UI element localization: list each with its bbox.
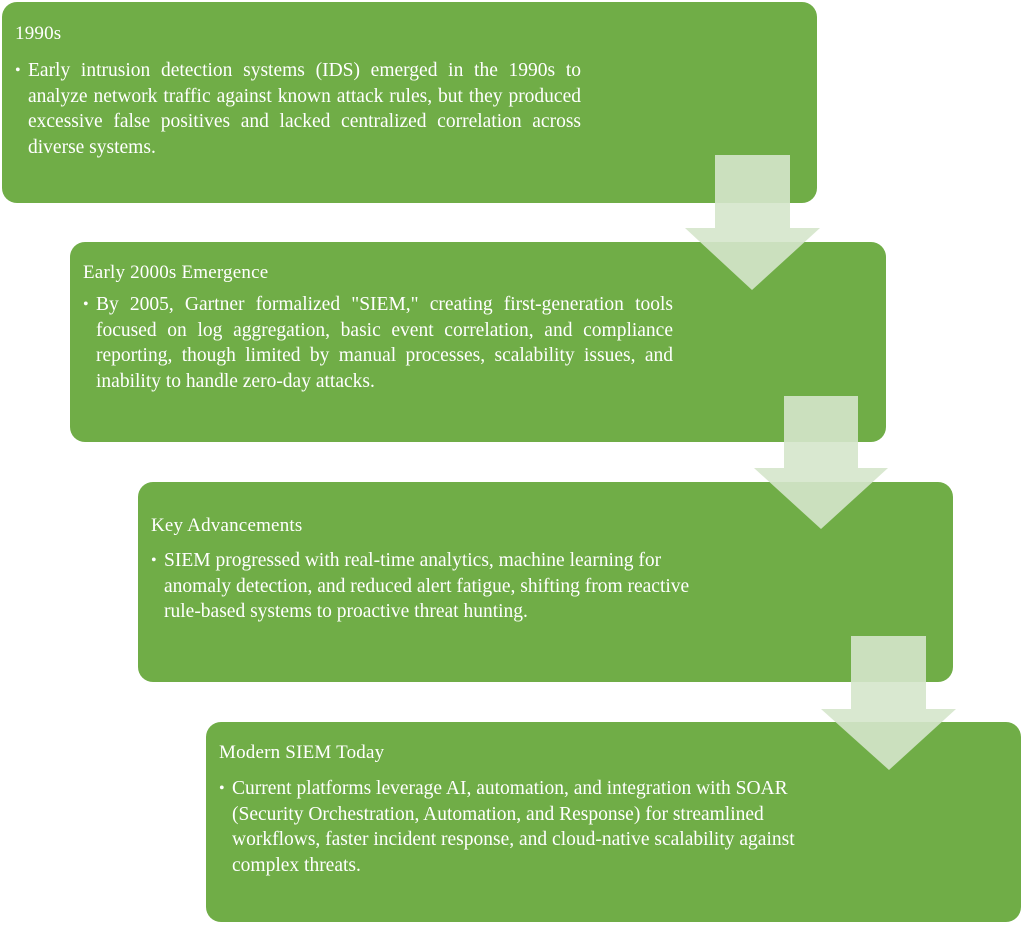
step-body: By 2005, Gartner formalized "SIEM," crea…	[96, 294, 673, 392]
step-bullet: • By 2005, Gartner formalized "SIEM," cr…	[83, 292, 673, 394]
step-bullet: • SIEM progressed with real-time analyti…	[151, 548, 721, 625]
step-title: Key Advancements	[151, 515, 303, 536]
bullet-dot-icon: •	[219, 780, 225, 797]
step-body: SIEM progressed with real-time analytics…	[164, 550, 690, 622]
bullet-dot-icon: •	[15, 62, 21, 79]
step-box-modern-siem: Modern SIEM Today • Current platforms le…	[206, 722, 1021, 922]
step-body: Early intrusion detection systems (IDS) …	[28, 60, 581, 158]
step-bullet: • Early intrusion detection systems (IDS…	[15, 58, 581, 160]
step-box-1990s: 1990s • Early intrusion detection system…	[2, 2, 817, 203]
bullet-dot-icon: •	[151, 552, 157, 569]
step-title: Early 2000s Emergence	[83, 262, 269, 283]
step-box-early-2000s: Early 2000s Emergence • By 2005, Gartner…	[70, 242, 886, 442]
step-title: 1990s	[15, 23, 62, 44]
step-body: Current platforms leverage AI, automatio…	[232, 778, 795, 876]
step-bullet: • Current platforms leverage AI, automat…	[219, 776, 809, 878]
step-title: Modern SIEM Today	[219, 742, 385, 763]
step-box-key-advancements: Key Advancements • SIEM progressed with …	[138, 482, 953, 682]
bullet-dot-icon: •	[83, 296, 89, 313]
